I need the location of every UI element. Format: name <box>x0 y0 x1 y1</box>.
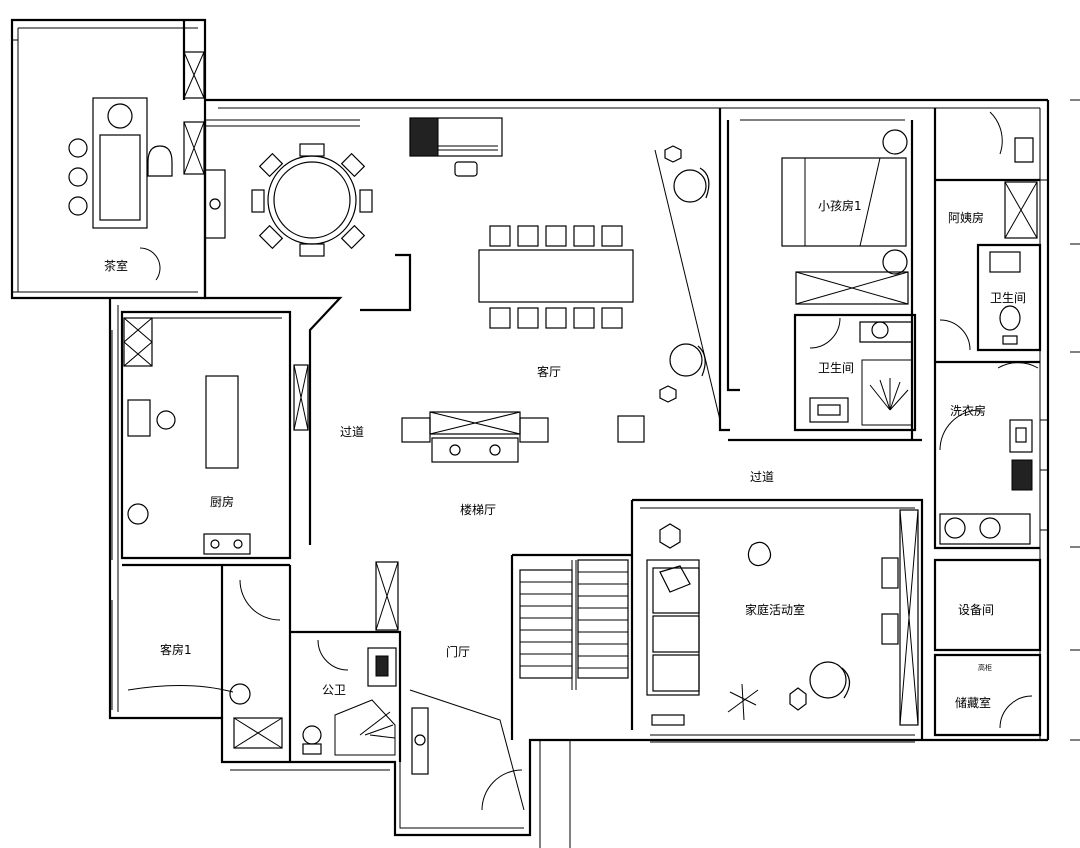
label-stair-hall: 楼梯厅 <box>460 502 496 517</box>
label-tea-room: 茶室 <box>104 258 128 273</box>
label-guest-room: 客房1 <box>160 642 192 657</box>
nanny-bathroom <box>939 251 1021 351</box>
exterior-walls <box>10 18 1080 848</box>
label-family-room: 家庭活动室 <box>745 602 805 617</box>
nanny-room-fixtures <box>989 111 1038 239</box>
label-kids-bathroom: 卫生间 <box>818 361 854 375</box>
long-table <box>478 225 634 329</box>
guest-room-fixtures <box>127 579 283 749</box>
label-kitchen: 厨房 <box>210 494 234 509</box>
sofa <box>646 559 700 696</box>
family-room-furniture <box>651 509 919 726</box>
storage-door <box>999 695 1033 729</box>
tea-table <box>68 97 173 281</box>
windows <box>111 107 1048 771</box>
staircase <box>519 559 629 690</box>
label-corridor-west: 过道 <box>340 425 364 439</box>
label-corridor-east: 过道 <box>750 470 774 484</box>
label-public-wc: 公卫 <box>322 683 346 697</box>
kitchen-fixtures <box>123 317 309 555</box>
lounge-chairs <box>659 145 710 403</box>
label-storage-tag: 高柜 <box>978 663 992 672</box>
label-kids-room: 小孩房1 <box>818 198 862 213</box>
room-labels: 茶室 客厅 小孩房1 阿姨房 卫生间 卫生间 过道 过道 洗衣房 厨房 楼梯厅 … <box>104 198 1026 710</box>
label-equipment-room: 设备间 <box>958 603 994 617</box>
label-foyer: 门厅 <box>446 644 470 659</box>
label-laundry: 洗衣房 <box>950 403 986 418</box>
laundry-fixtures <box>939 362 1039 545</box>
foyer-door <box>409 689 525 811</box>
label-nanny-bathroom: 卫生间 <box>990 291 1026 305</box>
interior-walls <box>120 108 1042 762</box>
kids-bathroom <box>809 317 913 426</box>
label-living-room: 客厅 <box>537 364 561 379</box>
dining-table <box>251 143 373 257</box>
tea-room-cabinet <box>183 51 226 239</box>
kids-bed <box>781 129 909 305</box>
label-nanny-room: 阿姨房 <box>948 210 984 225</box>
label-storage: 储藏室 <box>955 695 991 710</box>
public-wc-fixtures <box>302 561 429 775</box>
fireplace <box>401 411 645 463</box>
piano <box>409 117 503 177</box>
